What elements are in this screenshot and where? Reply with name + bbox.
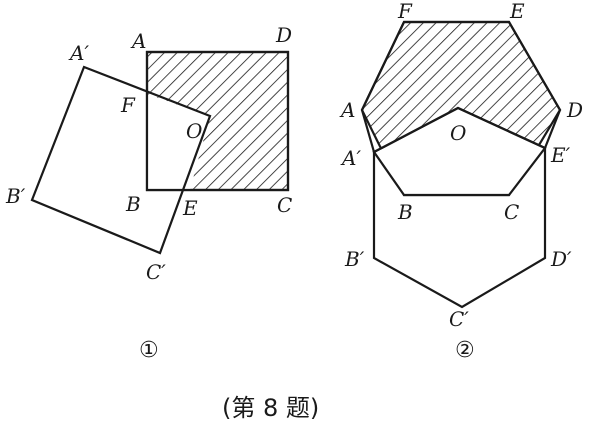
- label-e: E: [182, 196, 198, 220]
- figure-1: A D B C A′ B′ C′ F O E ①: [5, 23, 292, 363]
- square-rotated: [30, 65, 212, 255]
- square-abcd-outline: [145, 50, 290, 192]
- label-c-prime: C′: [449, 307, 469, 331]
- label-a-prime: A′: [68, 41, 89, 65]
- label-b: B: [397, 200, 413, 224]
- label-e-prime: E′: [550, 143, 571, 167]
- problem-caption: (第 8 题): [222, 394, 319, 422]
- label-a: A: [339, 98, 355, 122]
- label-o: O: [450, 121, 466, 145]
- label-d-prime: D′: [550, 247, 572, 271]
- label-c-prime: C′: [146, 260, 166, 284]
- label-a-prime: A′: [340, 146, 361, 170]
- overlap-region: [147, 94, 210, 190]
- label-o: O: [186, 119, 202, 143]
- caption-figure-1: ①: [139, 338, 159, 363]
- figure-2: F E A D O A′ E′ B C B′ D′ C′ ②: [339, 0, 583, 363]
- label-b: B: [125, 192, 141, 216]
- label-c: C: [277, 193, 292, 217]
- hexagon-rotated: [372, 106, 547, 309]
- label-a: A: [130, 29, 146, 53]
- label-b-prime: B′: [5, 184, 26, 208]
- label-d: D: [566, 98, 583, 122]
- label-d: D: [275, 23, 292, 47]
- label-f: F: [120, 93, 136, 117]
- label-f: F: [397, 0, 413, 23]
- label-c: C: [504, 200, 519, 224]
- label-b-prime: B′: [344, 247, 365, 271]
- caption-figure-2: ②: [455, 338, 475, 363]
- label-e: E: [509, 0, 525, 23]
- hexagon-abcdef-top-outline: [360, 20, 562, 153]
